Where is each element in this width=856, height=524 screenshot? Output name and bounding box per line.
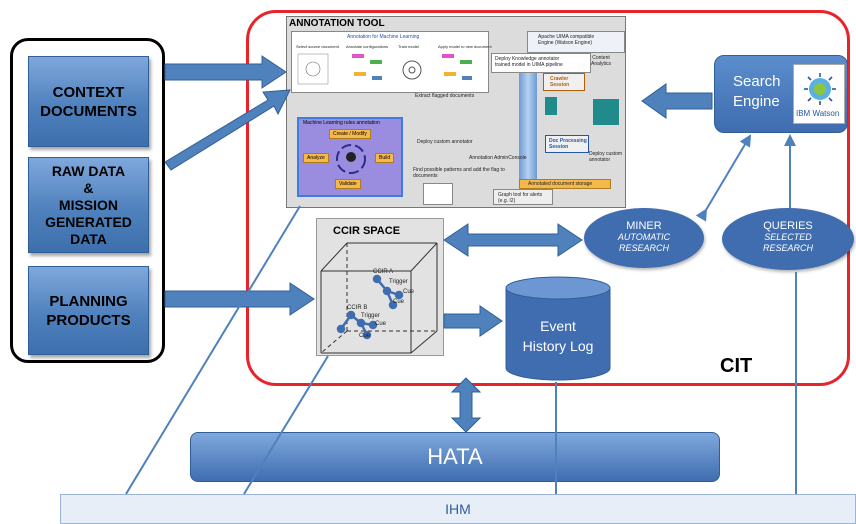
find-patterns-label: Find possible patterns and add the flag … <box>413 167 505 179</box>
annotated-storage-label: Annotated document storage <box>528 181 593 187</box>
cit-hata-arrow <box>450 377 482 433</box>
content-analytics-label: Content Analytics <box>591 55 612 67</box>
ml-steps-strip: Annotation for Machine Learning Select s… <box>291 31 492 93</box>
ml-rules-box: Machine Learning rules annotation Create… <box>297 117 403 197</box>
cue-b2-label: Cue <box>359 333 371 339</box>
miner-search-line <box>695 134 752 222</box>
graph-tool-label: Graph tool for alerts (e.g. I2) <box>498 192 543 204</box>
graph-tool-box: Graph tool for alerts (e.g. I2) <box>493 189 553 205</box>
queries-title: QUERIES <box>763 220 813 232</box>
event-history-cylinder <box>505 276 611 381</box>
doc-processing-box: Doc Processing Session <box>545 135 589 153</box>
planning-products-box: PLANNING PRODUCTS <box>28 266 149 355</box>
miner-title: MINER <box>626 220 662 232</box>
cit-boundary <box>246 10 850 386</box>
deploy-custom-2-label: Deploy custom annotator <box>589 151 623 163</box>
raw-to-tool-arrow <box>164 89 291 171</box>
extract-flagged-label: Extract flagged documents <box>415 93 475 99</box>
deploy-knowledge-box: Deploy Knowledge annotator trained model… <box>491 53 591 73</box>
ml-cycle-icon <box>336 144 366 174</box>
uima-engine-box: Apache UIMA compatible Engine (Watson En… <box>527 31 625 53</box>
ccir-space-title: CCIR SPACE <box>333 225 401 237</box>
miner-ellipse: MINER AUTOMATIC RESEARCH <box>584 208 704 268</box>
ccir-a-label: CCIR A <box>373 269 394 275</box>
miner-subtitle: AUTOMATIC RESEARCH <box>617 232 671 253</box>
cit-label: CIT <box>720 355 753 377</box>
ccir-b-label: CCIR B <box>347 305 368 311</box>
ml-rules-header: Machine Learning rules annotation <box>303 120 380 126</box>
cue-a1-label: Cue <box>403 289 415 295</box>
context-documents-box: CONTEXT DOCUMENTS <box>28 56 149 147</box>
planning-to-ccir-arrow <box>164 282 315 316</box>
hata-bar: HATA <box>190 432 720 482</box>
ihm-to-tool-line <box>125 205 301 495</box>
queries-subtitle: SELECTED RESEARCH <box>762 232 813 253</box>
ccir-cube <box>320 242 438 354</box>
context-to-tool-arrow <box>164 55 287 89</box>
create-modify-tag: Create / Modify <box>329 129 371 139</box>
cue-a2-label: Cue <box>393 299 405 305</box>
teal-block <box>593 99 619 125</box>
crawler-session-label: Crawler Session <box>550 76 570 88</box>
validate-tag: Validate <box>335 179 361 189</box>
teal-small-block <box>545 97 557 115</box>
step-1-label: Select source document <box>296 44 339 49</box>
deploy-custom-label: Deploy custom annotator <box>417 139 473 145</box>
crawler-session-box: Crawler Session <box>543 73 585 91</box>
step-4-label: Apply model to new document <box>438 44 492 49</box>
annotation-tool-title: ANNOTATION TOOL <box>289 18 385 29</box>
ccir-miner-arrow <box>443 223 583 257</box>
ccir-to-event-arrow <box>443 305 503 337</box>
hata-label: HATA <box>427 444 483 469</box>
ibm-watson-label: IBM Watson <box>796 109 840 118</box>
trigger-a-label: Trigger <box>389 279 408 285</box>
step-3-label: Train model <box>398 44 419 49</box>
event-history-label: Event History Log <box>522 318 594 354</box>
cue-b1-label: Cue <box>375 321 387 327</box>
trigger-b-label: Trigger <box>361 313 380 319</box>
raw-data-box: RAW DATA & MISSION GENERATED DATA <box>28 157 149 253</box>
ibm-watson-logo: IBM Watson <box>793 64 845 124</box>
steps-icons <box>297 53 472 85</box>
restapi-column <box>519 73 537 193</box>
step-2-label: Annotate configurations <box>346 44 389 49</box>
search-to-tool-arrow <box>641 83 713 119</box>
annotated-storage-box: Annotated document storage <box>519 179 611 189</box>
graph-thumbnail <box>423 183 453 205</box>
uima-label: Apache UIMA compatible Engine (Watson En… <box>538 34 595 46</box>
ihm-label: IHM <box>445 501 471 517</box>
annotation-tool-panel: ANNOTATION TOOL Annotation for Machine L… <box>286 16 626 208</box>
ml-steps-header: Annotation for Machine Learning <box>347 34 420 40</box>
build-tag: Build <box>375 153 395 163</box>
analyze-tag: Analyze <box>303 153 329 163</box>
ihm-to-ccir-line <box>243 355 329 495</box>
ccir-space-box: CCIR SPACE CCIR A Trigger Cue Cue CCIR <box>316 218 444 356</box>
annotation-admin-label: Annotation AdminConsole <box>469 155 527 161</box>
search-engine-label: Search Engine <box>733 73 781 110</box>
deploy-knowledge-label: Deploy Knowledge annotator trained model… <box>495 56 563 68</box>
doc-processing-label: Doc Processing Session <box>549 138 587 150</box>
search-engine-box: Search Engine IBM Watson <box>714 55 848 133</box>
watson-globe-icon <box>804 73 836 105</box>
